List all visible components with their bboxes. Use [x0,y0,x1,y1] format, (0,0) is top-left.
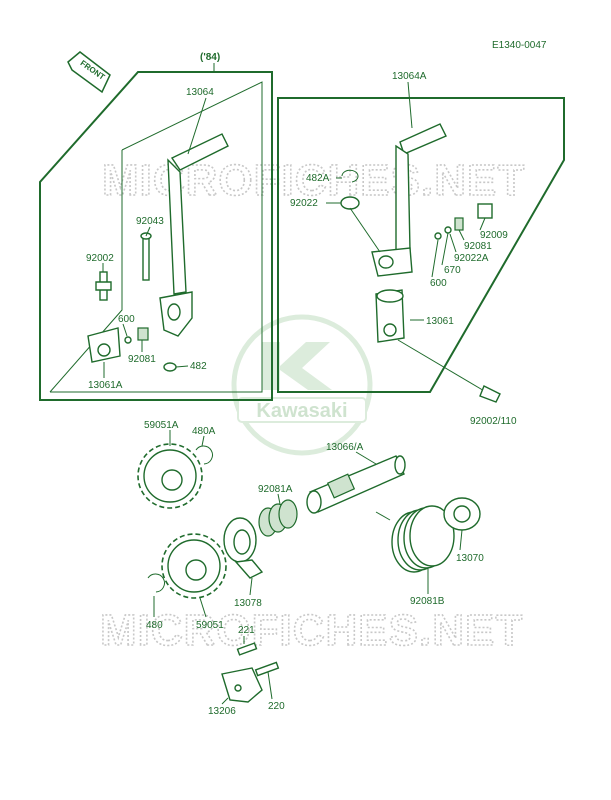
clamp-13061 [375,289,405,343]
label-13206: 13206 [208,706,236,717]
label-13061A: 13061A [88,380,123,391]
kick-shaft-13066 [306,455,406,514]
label-92022: 92022 [290,198,318,209]
kawasaki-logo: Kawasaki [231,314,373,456]
guide-13206 [221,667,263,703]
label-92022A: 92022A [454,253,489,264]
watermark-bottom: MICROFICHES.NET [100,606,523,655]
inset-13064A-box [277,97,565,393]
bolt-221 [236,642,258,656]
circlip-480A [195,445,213,465]
ball-600-right [434,232,442,240]
label-92043: 92043 [136,216,164,227]
spring-92081B [375,505,455,573]
spring-92081A [258,499,298,537]
label-92081A: 92081A [258,484,293,495]
label-13061: 13061 [426,316,454,327]
circlip-482A [341,169,359,183]
label-92081B: 92081B [410,596,445,607]
ratchet-13078 [223,517,264,579]
label-59051A: 59051A [144,420,179,431]
label-482: 482 [190,361,207,372]
label-59051: 59051 [196,620,224,631]
circlip-480 [147,573,165,593]
gear-59051 [161,533,227,599]
label-13078: 13078 [234,598,262,609]
bolt-92002-110 [397,339,501,403]
front-arrow-icon: FRONT [67,51,111,94]
inset-84-box [39,71,273,401]
ball-600-left [124,336,132,344]
label-480A: 480A [192,426,216,437]
label-92081-right: 92081 [464,241,492,252]
label-600-right: 600 [430,278,447,289]
collar-13070 [443,497,481,531]
label-600-left: 600 [118,314,135,325]
spring-92081-right [454,217,464,231]
ref-code: E1340-0047 [492,40,547,51]
label-13070: 13070 [456,553,484,564]
label-482A: 482A [306,173,330,184]
kick-pedal-right [371,123,447,277]
label-92002-110: 92002/110 [470,416,517,427]
circlip-482 [163,362,177,372]
washer-92022 [340,196,360,210]
label-480: 480 [146,620,163,631]
clamp-13061A [87,327,121,363]
bolt-92043 [140,232,152,281]
label-13066A: 13066/A [326,442,364,453]
brand-text: Kawasaki [256,400,347,422]
label-221: 221 [238,625,255,636]
label-92009: 92009 [480,230,508,241]
plug-92009 [477,203,493,219]
oring-670 [444,226,452,234]
bolt-92002-left [95,271,112,301]
part-labels: 13064 13064A 92043 92002 600 92081 482 1… [86,71,517,717]
label-92081-left: 92081 [128,354,156,365]
label-220: 220 [268,701,285,712]
label-13064A: 13064A [392,71,427,82]
kick-pedal-left [159,133,229,337]
year-note: ('84) [200,52,220,63]
label-92002-left: 92002 [86,253,114,264]
gear-59051A [137,443,203,509]
bolt-220 [254,661,280,677]
label-13064: 13064 [186,87,214,98]
leader-lines [102,81,486,705]
label-670: 670 [444,265,461,276]
spring-92081-left [137,327,149,341]
